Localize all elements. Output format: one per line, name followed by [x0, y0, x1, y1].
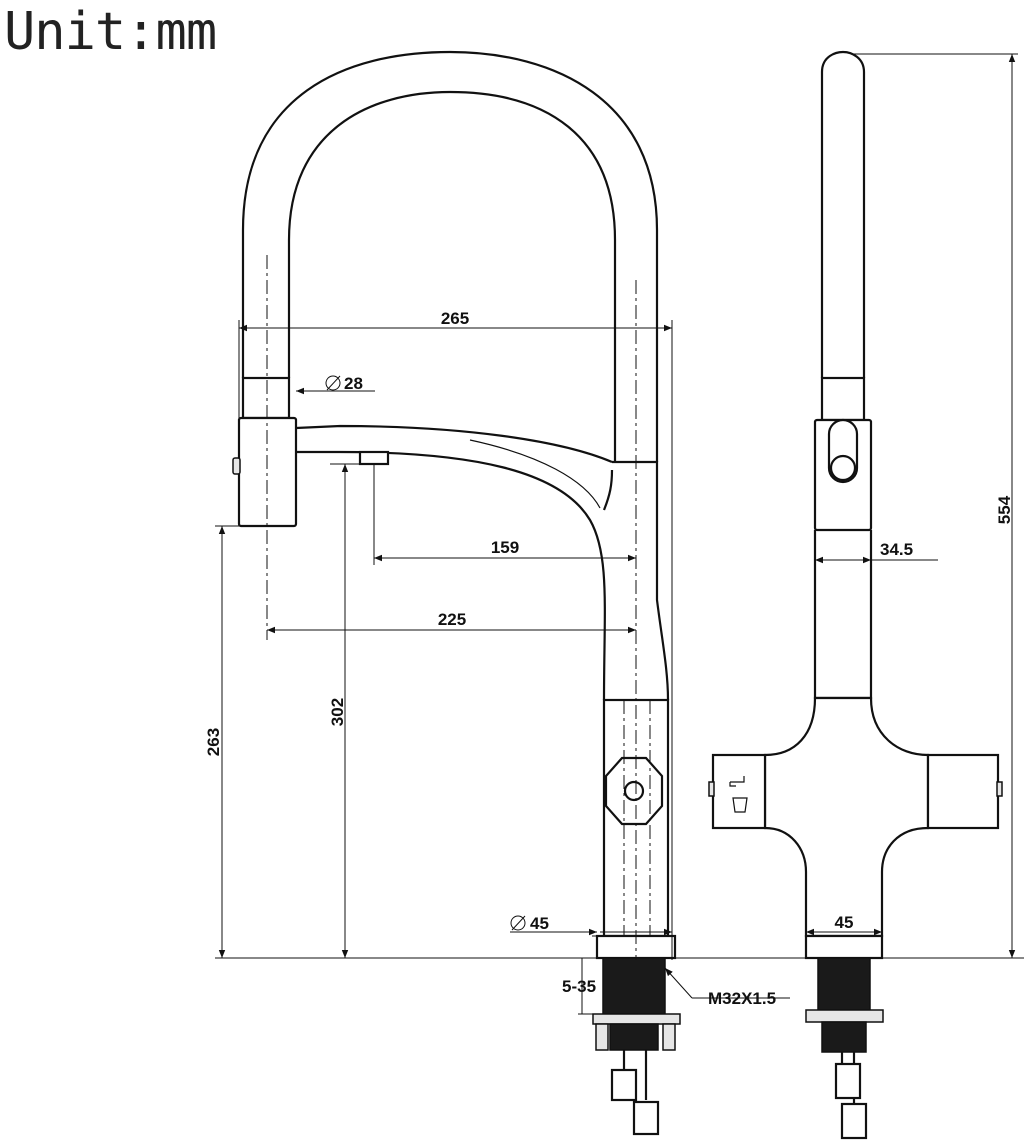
front-view: 265 28 159 225 302 263 45 5-35 M32X1.5	[204, 50, 1024, 1136]
dim-265-label: 265	[441, 309, 469, 328]
side-slot-knob	[829, 454, 857, 482]
dim-554-label: 554	[995, 495, 1014, 524]
dim-28-label: 28	[344, 374, 363, 393]
dim-263-label: 263	[204, 728, 223, 756]
side-hose-connector-1	[834, 1062, 862, 1100]
gooseneck-outer	[241, 50, 659, 462]
side-shank-lower	[821, 1021, 867, 1053]
spray-button	[232, 457, 241, 475]
side-handle-left	[711, 753, 767, 830]
dim-45-front-label: 45	[530, 914, 549, 933]
aerator	[358, 450, 390, 466]
gooseneck-inner	[287, 90, 617, 462]
body-column	[612, 460, 670, 701]
unit-label: Unit:mm	[4, 2, 217, 62]
spout-hook	[602, 469, 614, 511]
nut-right	[662, 1023, 676, 1051]
dim-302-label: 302	[328, 698, 347, 726]
dim-34-5-label: 34.5	[880, 540, 913, 559]
side-base-flange	[804, 934, 884, 960]
mounting-shank	[602, 957, 666, 1015]
side-cross	[763, 696, 930, 938]
cup-icon	[732, 797, 748, 813]
side-hose-connector-2	[840, 1102, 868, 1140]
spout-arm-lower	[296, 450, 606, 701]
mounting-plate	[592, 1013, 681, 1025]
dim-159-label: 159	[491, 538, 519, 557]
tap-icon	[729, 776, 745, 787]
hose-connector-2	[632, 1100, 660, 1136]
handle-center	[623, 780, 645, 802]
side-plate	[805, 1009, 884, 1023]
dim-45-side-label: 45	[835, 913, 854, 932]
side-handle-right	[926, 753, 1000, 830]
nut-left	[595, 1023, 609, 1051]
hose-connector-1	[610, 1068, 638, 1102]
side-shank	[817, 957, 871, 1011]
spray-collar	[241, 376, 291, 420]
side-collar	[820, 376, 866, 422]
side-body	[813, 530, 873, 700]
side-spout-tube	[820, 50, 866, 378]
spout-inner-curve	[469, 439, 601, 509]
thread-label: M32X1.5	[708, 989, 776, 1008]
shank-lower	[609, 1023, 659, 1051]
side-view: 554 34.5 45	[708, 50, 1018, 1140]
spout-arm	[295, 424, 613, 464]
dim-5-35-label: 5-35	[562, 977, 596, 996]
dim-225-label: 225	[438, 610, 466, 629]
